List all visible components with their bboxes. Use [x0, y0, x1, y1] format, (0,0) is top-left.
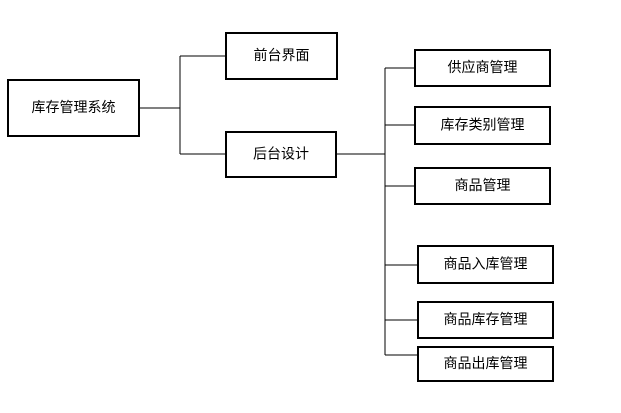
root-box: [7, 79, 140, 137]
outbound-node: 商品出库管理: [417, 346, 554, 382]
category-node: 库存类别管理: [414, 106, 551, 145]
inbound-label: 商品入库管理: [444, 257, 528, 273]
stock-label: 商品库存管理: [444, 312, 528, 328]
inbound-node: 商品入库管理: [417, 245, 554, 284]
supplier-label: 供应商管理: [448, 59, 518, 76]
product-box: [414, 167, 551, 205]
supplier-node: 供应商管理: [414, 49, 551, 87]
root-label: 库存管理系统: [32, 100, 116, 116]
backend-box: [225, 131, 337, 178]
inbound-box: [417, 245, 554, 284]
backend-label: 后台设计: [253, 147, 309, 163]
frontend-box: [225, 32, 338, 80]
category-label: 库存类别管理: [441, 118, 525, 134]
backend-node: 后台设计: [225, 131, 337, 178]
stock-box: [417, 301, 554, 339]
category-box: [414, 106, 551, 145]
frontend-node: 前台界面: [225, 32, 338, 80]
outbound-label: 商品出库管理: [444, 356, 528, 372]
connectors: [139, 55, 418, 356]
supplier-box: [414, 49, 551, 87]
root-node: 库存管理系统: [7, 79, 140, 137]
stock-node: 商品库存管理: [417, 301, 554, 339]
product-node: 商品管理: [414, 167, 551, 205]
product-label: 商品管理: [455, 178, 511, 194]
outbound-box: [417, 346, 554, 382]
frontend-label: 前台界面: [254, 47, 310, 64]
